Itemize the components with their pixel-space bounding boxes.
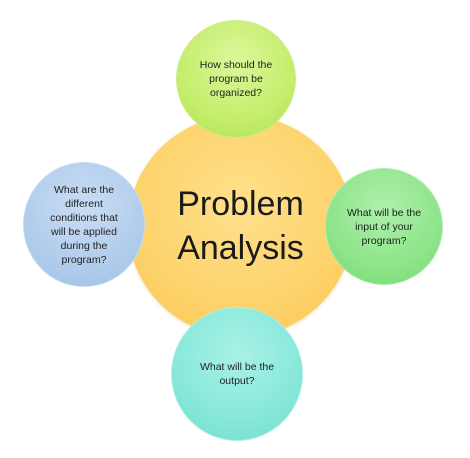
node-left-line: different bbox=[65, 197, 103, 210]
node-left-line: during the bbox=[60, 239, 108, 252]
node-left-line: program? bbox=[61, 253, 107, 266]
node-top-line: organized? bbox=[210, 87, 262, 99]
node-top-text: How should the program be organized? bbox=[200, 58, 272, 100]
node-top-line: program be bbox=[209, 73, 263, 85]
node-bottom-line: What will be the bbox=[199, 361, 275, 373]
node-top-circle: How should the program be organized? bbox=[176, 20, 296, 138]
node-right-line: program? bbox=[361, 234, 407, 247]
node-bottom-line: output? bbox=[219, 375, 255, 387]
node-right-line: What will be the bbox=[346, 206, 422, 219]
node-bottom-text: What will be the output? bbox=[200, 360, 274, 388]
node-left-line: What are the bbox=[53, 183, 115, 196]
center-title-line-2: Analysis bbox=[177, 229, 304, 267]
node-left-line: conditions that bbox=[50, 211, 118, 224]
center-title: Problem Analysis bbox=[177, 182, 304, 270]
center-circle: Problem Analysis bbox=[128, 115, 353, 337]
node-left-line: will be applied bbox=[51, 225, 117, 238]
node-right-line: input of your bbox=[355, 220, 413, 233]
node-bottom-circle: What will be the output? bbox=[171, 307, 303, 441]
node-left-text: What are the different conditions that w… bbox=[50, 183, 118, 267]
node-right-circle: What will be the input of your program? bbox=[325, 168, 443, 285]
center-title-line-1: Problem bbox=[177, 185, 304, 223]
node-right-text: What will be the input of your program? bbox=[347, 206, 421, 248]
node-left-circle: What are the different conditions that w… bbox=[23, 162, 145, 287]
node-top-line: How should the bbox=[199, 59, 273, 71]
